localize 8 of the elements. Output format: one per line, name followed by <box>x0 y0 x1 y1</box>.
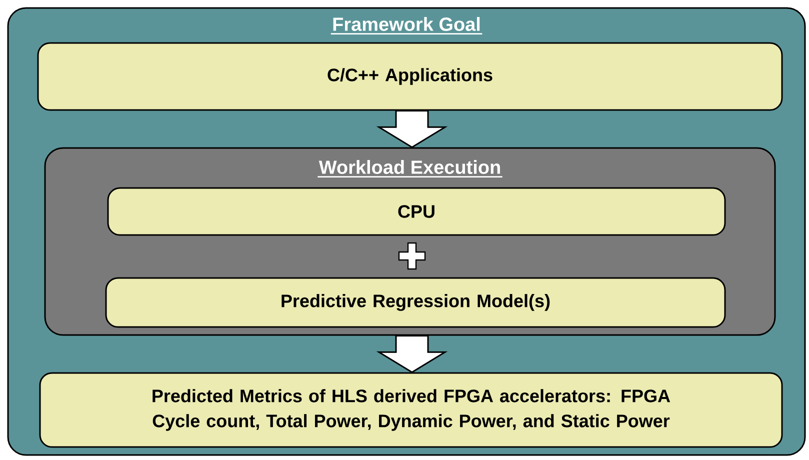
process-box: CPU <box>107 187 726 236</box>
process-box: Predicted Metrics of HLS derived FPGA accelerators: FPGA Cycle count, Total Power, Dynamic Power, and Static Power <box>39 372 783 448</box>
panel-title: Workload Execution <box>318 160 502 178</box>
process-box: Predictive Regression Model(s) <box>105 277 726 328</box>
panel-title: Framework Goal <box>330 17 482 34</box>
process-box: C/C++ Applications <box>37 42 783 111</box>
block-arrow <box>376 335 448 374</box>
block-arrow <box>376 110 448 148</box>
